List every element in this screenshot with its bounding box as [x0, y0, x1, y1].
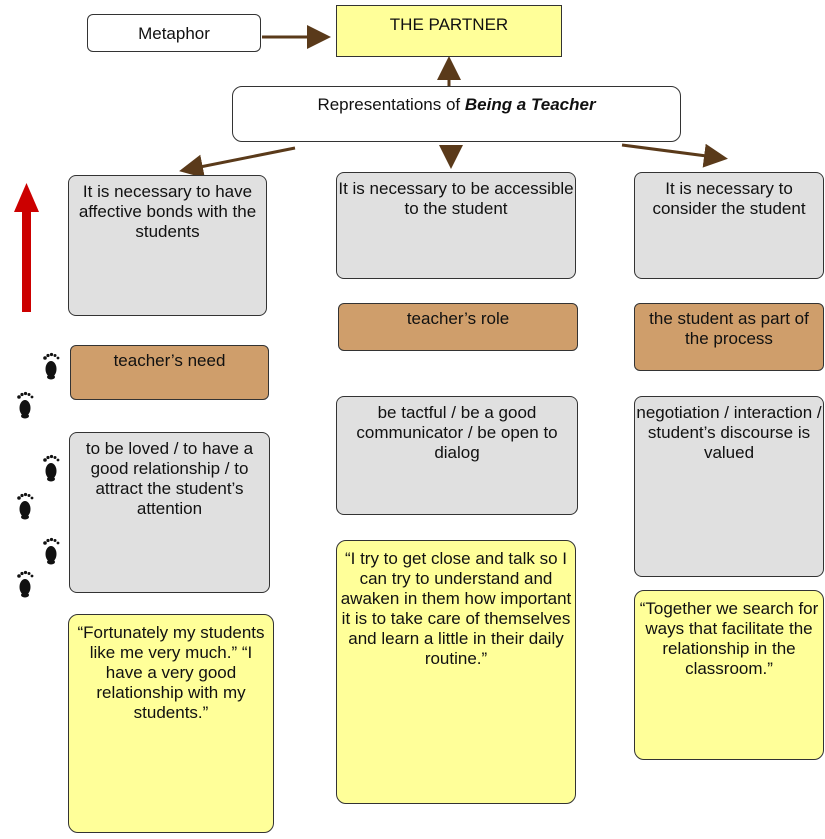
- representations-emphasis: Being a Teacher: [464, 95, 596, 114]
- arrow-to-column-1: [179, 146, 296, 179]
- necessity-box-3: It is necessary to consider the student: [634, 172, 824, 279]
- footprints-icon: [17, 492, 34, 520]
- category-box-3: the student as part of the process: [634, 303, 824, 371]
- quote-box-1: “Fortunately my students like me very mu…: [68, 614, 274, 833]
- red-up-arrow-shaft: [22, 208, 31, 312]
- red-up-arrow-head: [14, 183, 39, 212]
- footprints-icon: [17, 570, 34, 598]
- footprints-icon: [43, 454, 60, 482]
- arrow-to-column-3: [621, 143, 728, 168]
- representations-box: Representations of Being a Teacher: [232, 86, 681, 142]
- metaphor-title: THE PARTNER: [336, 5, 562, 57]
- category-box-2: teacher’s role: [338, 303, 578, 351]
- necessity-box-1: It is necessary to have affective bonds …: [68, 175, 267, 316]
- quote-box-2: “I try to get close and talk so I can tr…: [336, 540, 576, 804]
- necessity-box-2: It is necessary to be accessible to the …: [336, 172, 576, 279]
- description-box-1: to be loved / to have a good relationshi…: [69, 432, 270, 593]
- quote-box-3: “Together we search for ways that facili…: [634, 590, 824, 760]
- description-box-3: negotiation / interaction / student’s di…: [634, 396, 824, 577]
- footprints-icon: [17, 391, 34, 419]
- footprints-icon: [43, 352, 60, 380]
- representations-prefix: Representations of: [317, 95, 465, 114]
- footprints-icon: [43, 537, 60, 565]
- description-box-2: be tactful / be a good communicator / be…: [336, 396, 578, 515]
- category-box-1: teacher’s need: [70, 345, 269, 400]
- metaphor-label: Metaphor: [87, 14, 261, 52]
